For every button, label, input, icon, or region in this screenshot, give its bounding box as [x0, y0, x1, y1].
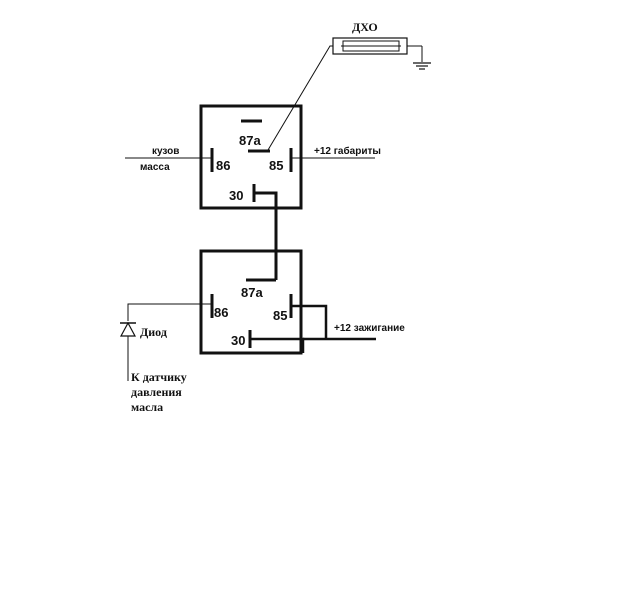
relay-1-parking-label: +12 габариты: [314, 145, 381, 157]
relay-1-pin-86: 86: [216, 158, 230, 173]
relay-2-85-wire: [291, 304, 328, 339]
drl-element: [332, 37, 431, 70]
relay-2-ignition-label: +12 зажигание: [334, 323, 405, 334]
relay-1-ground-label-2: масса: [140, 162, 170, 173]
ground-icon: [413, 62, 431, 70]
relay-1-ground-label-1: кузов: [152, 146, 179, 157]
relay-2: 87a 86 85 30: [199, 249, 303, 355]
relay-2-pin-86: 86: [214, 305, 228, 320]
relay-2-pin-87a: 87a: [241, 285, 263, 300]
sensor-label-line-3: масла: [131, 400, 163, 414]
diode-label: Диод: [140, 325, 167, 339]
relay-1-housing: [199, 104, 303, 210]
relay-1-pin-85: 85: [269, 158, 283, 173]
relay-2-housing: [199, 249, 303, 355]
drl-wire: [267, 45, 333, 151]
relay-1-pin-87a: 87a: [239, 133, 261, 148]
diode-icon: [119, 321, 137, 337]
relay-2-86-wire: [127, 303, 212, 321]
relay-1-pin-30: 30: [229, 188, 243, 203]
drl-label: ДХО: [352, 20, 378, 34]
sensor-label-line-1: К датчику: [131, 370, 187, 384]
relay-2-30-wire: [250, 337, 305, 353]
relay-1: 87a 86 85 30: [199, 104, 303, 210]
relay-2-pin-85: 85: [273, 308, 287, 323]
relay-2-pin-30: 30: [231, 333, 245, 348]
sensor-label-line-2: давления: [131, 385, 182, 399]
relay-link-wire: [254, 191, 278, 280]
